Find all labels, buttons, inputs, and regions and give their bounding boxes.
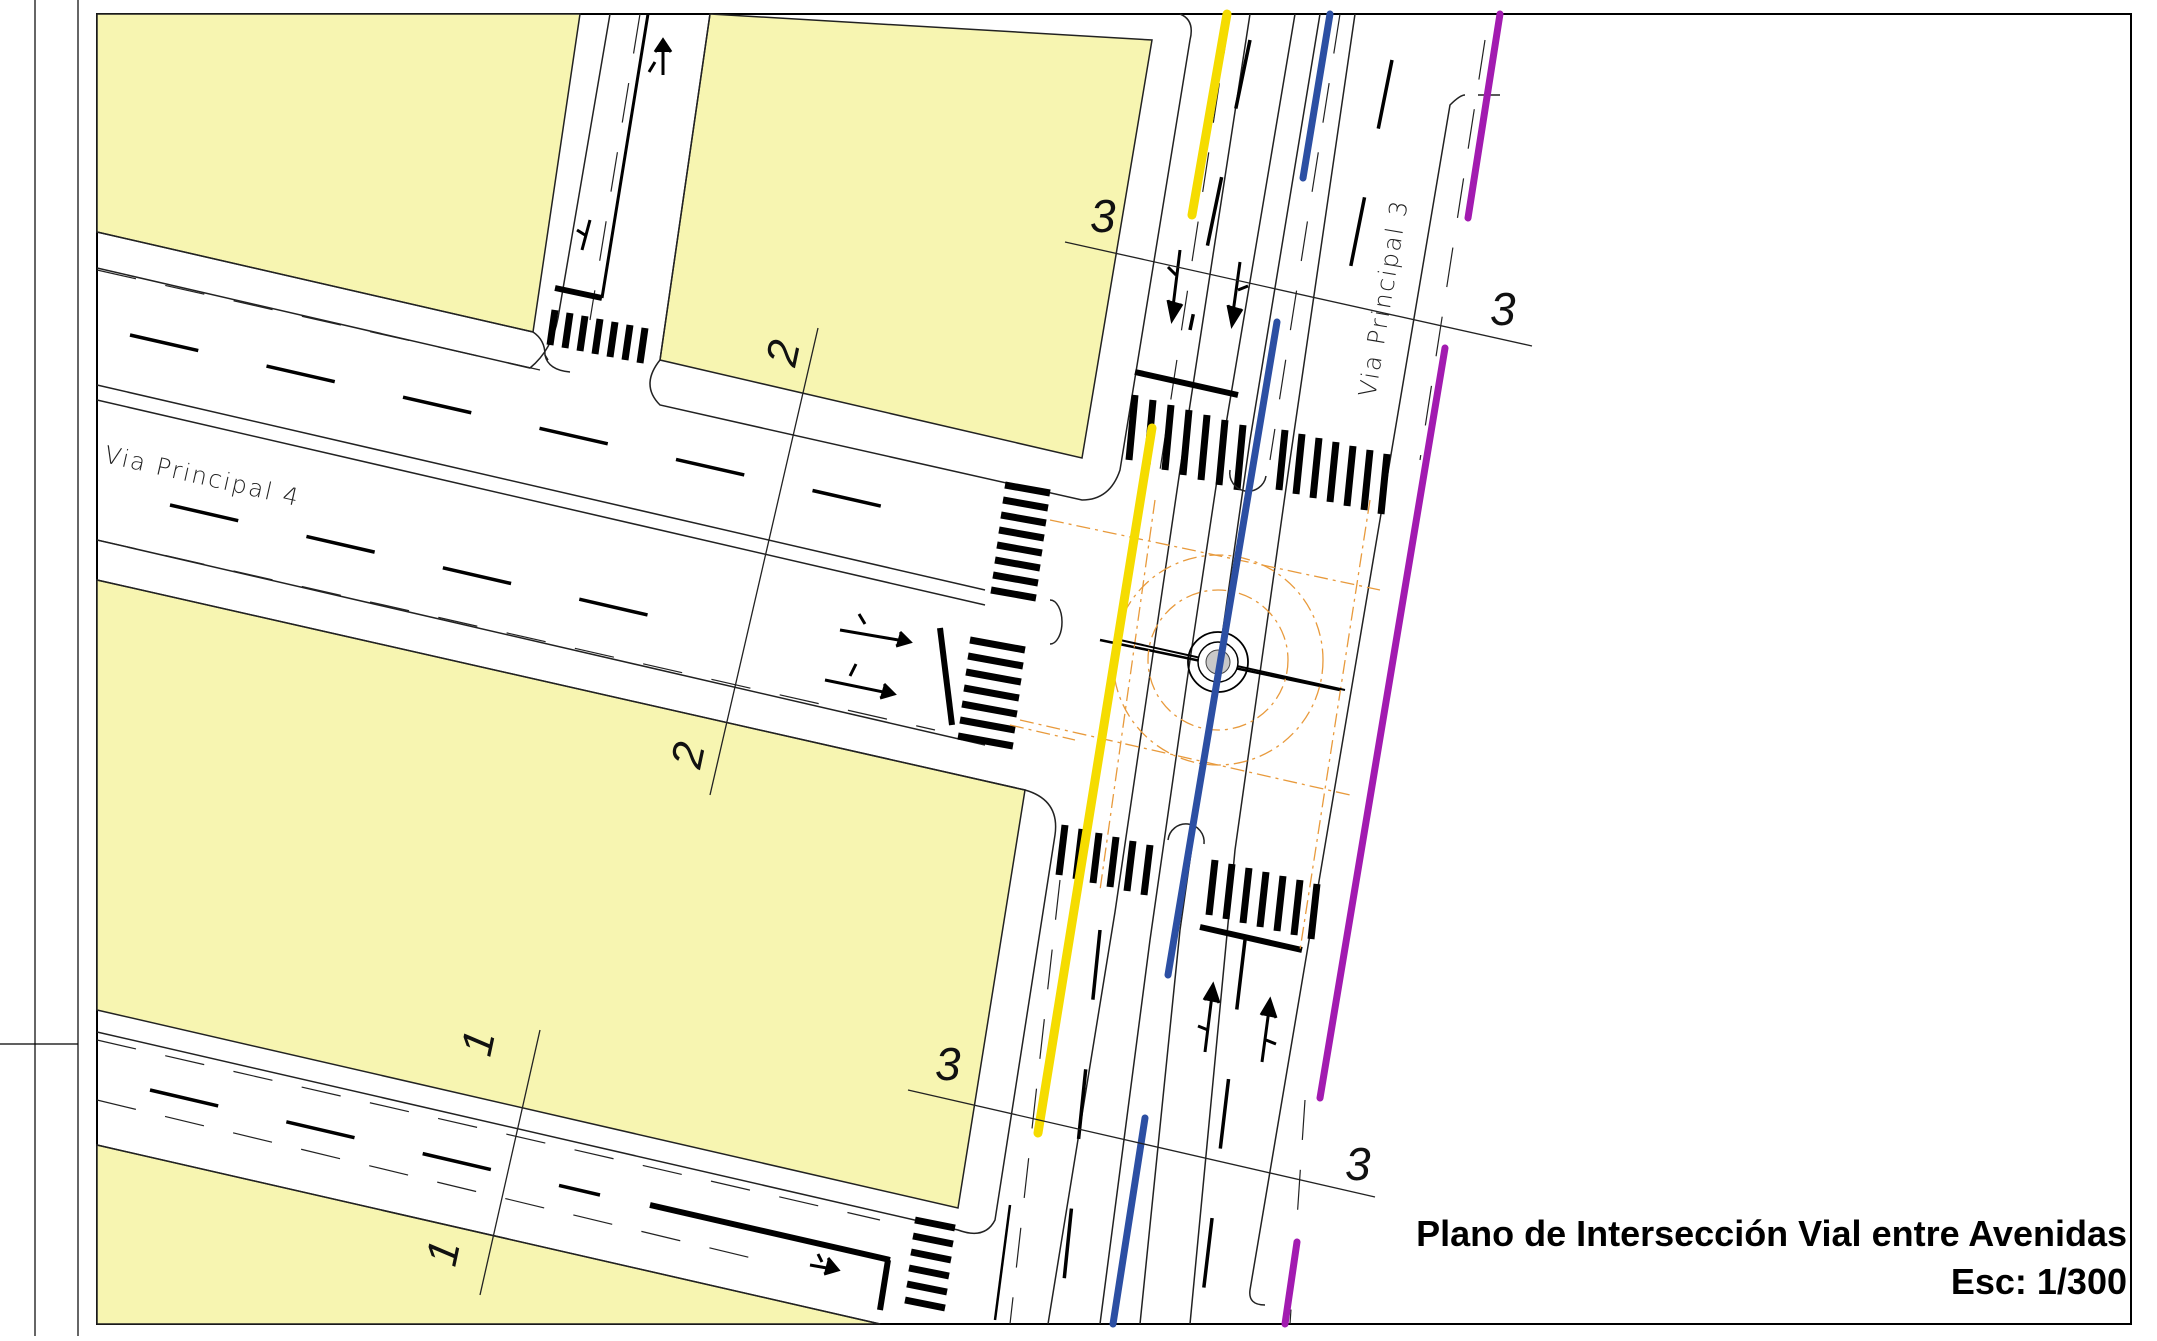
section-cuts — [479, 241, 1533, 1296]
section-line-1 — [479, 1029, 541, 1296]
plan-scale: Esc: 1/300 — [1950, 1261, 2127, 1302]
section-label-3-bottom-left: 3 — [935, 1038, 961, 1090]
city-blocks — [96, 13, 1153, 1325]
section-line-3-top — [1064, 241, 1533, 347]
central-marker — [1119, 631, 1346, 693]
street-label-via-principal-4: Via Principal 4 — [102, 441, 303, 513]
crosswalk-left-upper — [990, 481, 1051, 602]
road-edges — [96, 13, 1500, 1325]
section-line-3-bottom — [907, 1089, 1376, 1198]
arrow-icon — [1166, 249, 1184, 324]
crosswalk-top-right — [1275, 429, 1391, 515]
arrow-icon — [1226, 261, 1249, 329]
section-label-3-top-right: 3 — [1490, 283, 1516, 335]
construction-geometry — [1009, 499, 1381, 951]
crosswalk-bottom-right — [1205, 859, 1321, 940]
curb-ramps — [1049, 469, 1267, 845]
crosswalks — [546, 309, 1391, 1312]
lane-dashes-thin — [96, 13, 1486, 1325]
section-line-2 — [709, 327, 819, 796]
arrow-icon — [1197, 981, 1221, 1053]
arrow-icon — [809, 1253, 841, 1276]
arrow-icon — [1259, 996, 1278, 1063]
block-middle — [96, 579, 1026, 1209]
yellow-axis — [1033, 9, 1232, 1138]
section-label-3-bottom-right: 3 — [1345, 1138, 1371, 1190]
arrow-icon — [576, 219, 592, 251]
crosswalk-left-lower — [957, 636, 1026, 750]
crosswalk-top-left — [546, 309, 649, 364]
arrow-icon — [824, 663, 897, 700]
lane-dashes-thick — [129, 39, 1394, 1321]
stop-lines — [554, 13, 1341, 1321]
crosswalk-bottom — [904, 1216, 956, 1312]
arrow-icon — [647, 37, 673, 75]
plan-title: Plano de Intersección Vial entre Avenida… — [1416, 1213, 2127, 1254]
blue-axis — [1109, 10, 1334, 1328]
arrow-icon — [839, 613, 913, 648]
pavement-arrows — [576, 37, 1278, 1276]
title-block: Plano de Intersección Vial entre Avenida… — [1416, 1210, 2127, 1306]
purple-boundary — [1281, 10, 1504, 1328]
block-top-middle — [659, 13, 1153, 459]
section-label-3-top-left: 3 — [1090, 190, 1116, 242]
